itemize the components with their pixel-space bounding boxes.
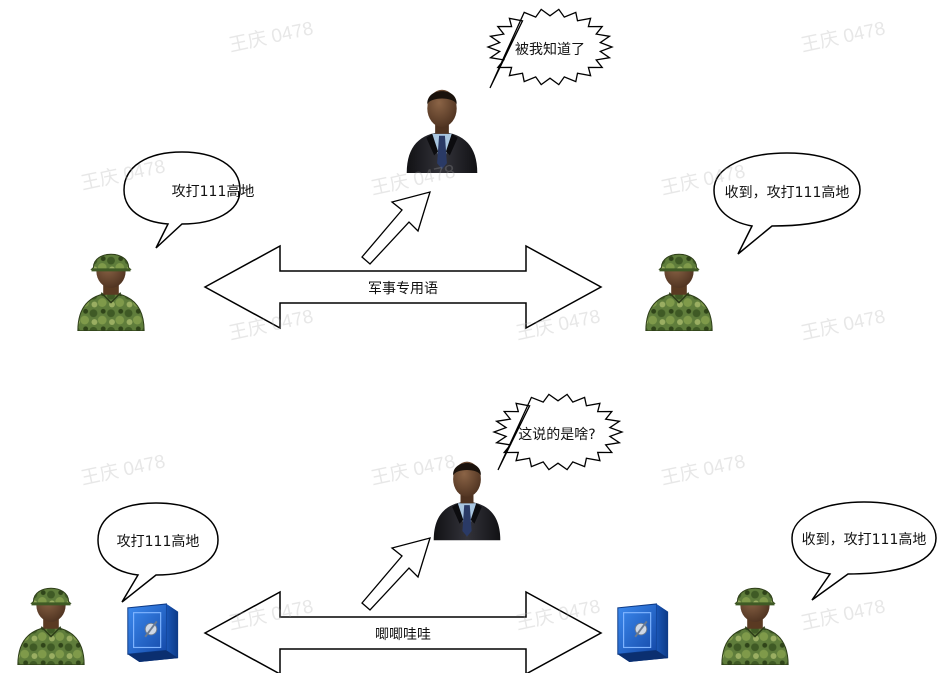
safe-icon <box>126 602 180 663</box>
safe-icon <box>616 602 670 663</box>
top-thought-burst <box>486 8 614 89</box>
bottom-intercept-arrow <box>361 537 431 611</box>
bottom-left-bubble-text: 攻打111高地 <box>116 534 200 550</box>
bottom-right-speech-bubble <box>791 501 937 601</box>
soldier-icon <box>645 253 713 331</box>
top-left-speech-bubble <box>123 151 241 249</box>
top-right-bubble-text: 收到，攻打111高地 <box>724 185 850 201</box>
bottom-left-speech-bubble <box>97 502 219 603</box>
bottom-right-bubble-text: 收到，攻打111高地 <box>801 532 927 548</box>
businessman-icon <box>433 461 501 541</box>
bottom-double-arrow <box>203 590 603 676</box>
top-double-arrow <box>203 244 603 330</box>
soldier-icon <box>721 587 789 665</box>
bottom-eavesdropper-text: 这说的是啥? <box>518 427 596 443</box>
businessman-icon <box>406 89 478 173</box>
soldier-icon <box>17 587 85 665</box>
top-intercept-arrow <box>361 191 431 265</box>
top-right-speech-bubble <box>713 152 861 255</box>
bottom-arrow-label: 唧唧哇哇 <box>375 627 431 643</box>
soldier-icon <box>77 253 145 331</box>
top-left-bubble-text: 攻打111高地 <box>171 184 255 200</box>
top-arrow-label: 军事专用语 <box>368 281 438 297</box>
top-eavesdropper-text: 被我知道了 <box>515 42 585 58</box>
bottom-thought-burst <box>492 393 624 471</box>
